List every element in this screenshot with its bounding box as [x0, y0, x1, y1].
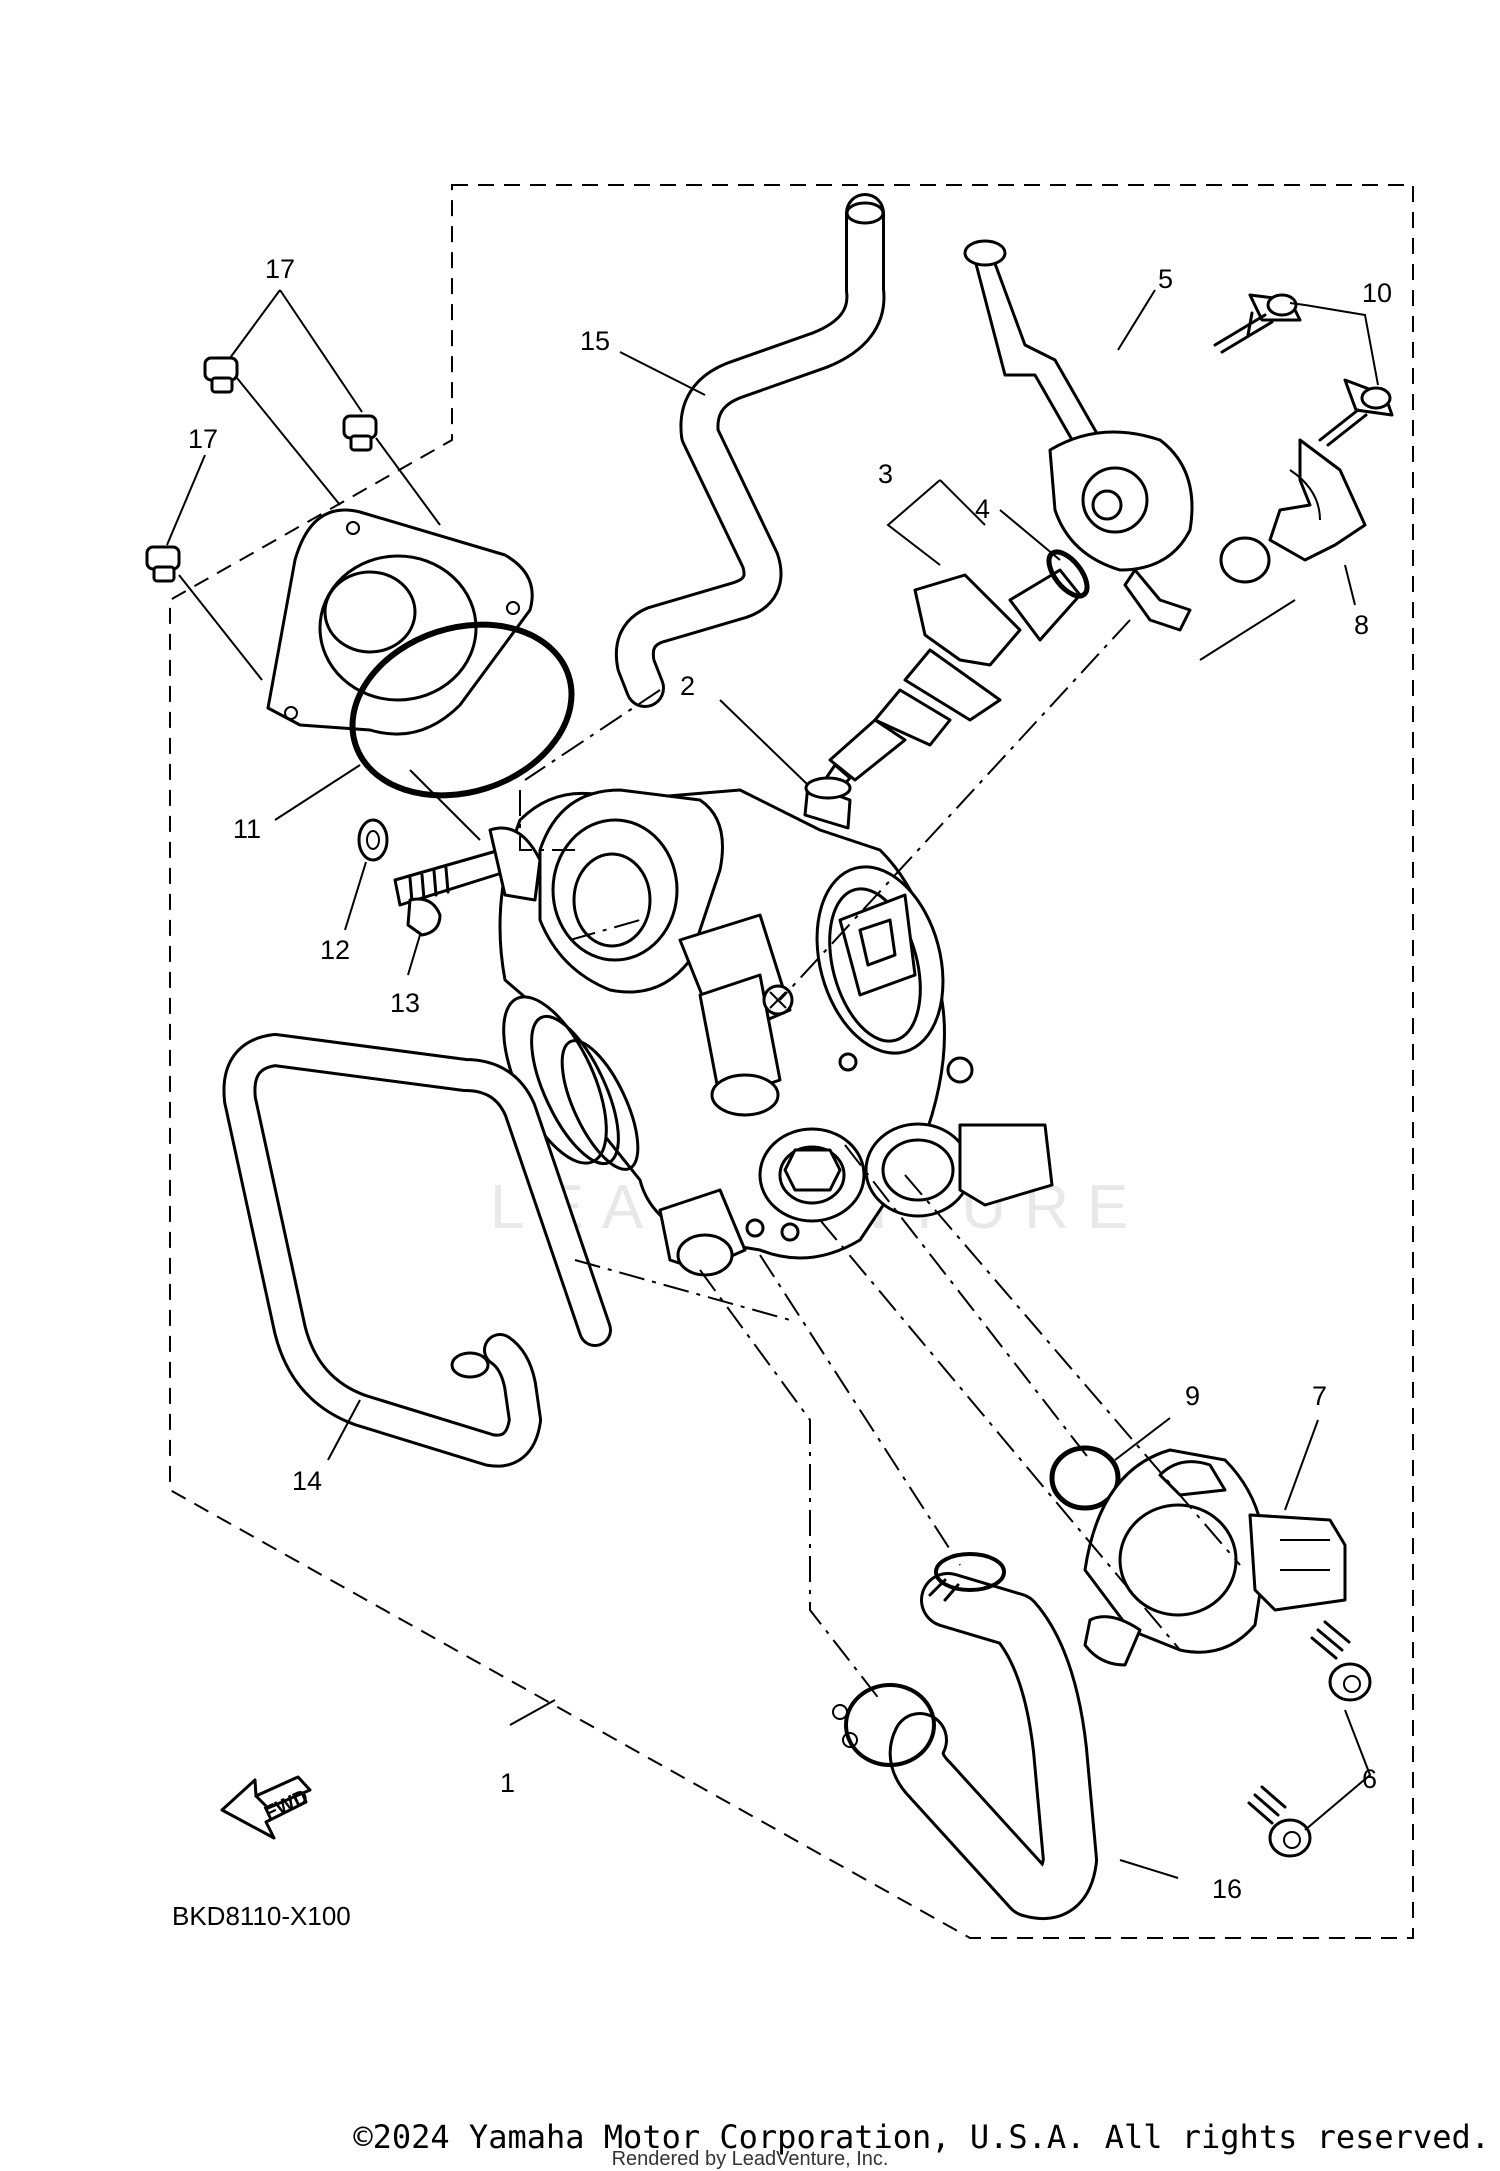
- cover-plate[interactable]: [266, 508, 534, 736]
- callout-1: 1: [500, 1768, 515, 1798]
- leader-lines: [166, 289, 1379, 1879]
- screw-10-lower[interactable]: [1318, 378, 1394, 447]
- callout-11: 11: [233, 814, 261, 844]
- callout-3: 3: [878, 459, 893, 489]
- callout-16: 16: [1212, 1874, 1242, 1904]
- callout-7: 7: [1312, 1381, 1327, 1411]
- screw-6-lower[interactable]: [1247, 1785, 1312, 1858]
- callout-8: 8: [1354, 610, 1369, 640]
- screw-6-upper[interactable]: [1310, 1620, 1372, 1702]
- nut-12[interactable]: [357, 818, 389, 862]
- callout-17a: 17: [265, 254, 295, 284]
- fwd-arrow-icon: FWD: [220, 1775, 312, 1840]
- hose-clamp-upper[interactable]: [928, 1552, 1006, 1602]
- screw-17-left[interactable]: [145, 545, 181, 583]
- o-ring-11[interactable]: [330, 597, 594, 822]
- seal-2[interactable]: [803, 776, 852, 830]
- callout-5: 5: [1158, 264, 1173, 294]
- callout-15: 15: [580, 326, 610, 356]
- callout-10: 10: [1362, 278, 1392, 308]
- fuel-pipe-5[interactable]: [963, 239, 1271, 632]
- assembly-lines: [519, 619, 1241, 1701]
- copyright-text: ©2024 Yamaha Motor Corporation, U.S.A. A…: [353, 2118, 1490, 2156]
- callout-13: 13: [390, 988, 420, 1018]
- screw-10-upper[interactable]: [1213, 293, 1302, 354]
- hose-14[interactable]: [222, 1033, 612, 1468]
- callout-14: 14: [292, 1466, 322, 1496]
- callout-12: 12: [320, 935, 350, 965]
- callout-6: 6: [1362, 1764, 1377, 1794]
- o-ring-9[interactable]: [1049, 1445, 1121, 1511]
- rendered-by-text: Rendered by LeadVenture, Inc.: [611, 2148, 889, 2170]
- hose-16[interactable]: [888, 1572, 1098, 1920]
- callout-4: 4: [975, 494, 990, 524]
- callout-9: 9: [1185, 1381, 1200, 1411]
- hose-clamp-lower[interactable]: [832, 1683, 936, 1767]
- callout-2: 2: [680, 671, 695, 701]
- screw-17-top-right[interactable]: [342, 414, 378, 452]
- clip-13[interactable]: [406, 897, 442, 937]
- bracket-8[interactable]: [1268, 438, 1367, 562]
- throttle-body[interactable]: [393, 788, 1054, 1277]
- callout-17b: 17: [188, 424, 218, 454]
- assembly-boundary: [169, 184, 1414, 1939]
- sensor-7[interactable]: [1083, 1448, 1347, 1667]
- injector-3[interactable]: [816, 568, 1082, 802]
- diagram-code: BKD8110-X100: [172, 1901, 351, 1931]
- screw-17-top-left[interactable]: [203, 356, 239, 394]
- hose-15[interactable]: [614, 193, 886, 708]
